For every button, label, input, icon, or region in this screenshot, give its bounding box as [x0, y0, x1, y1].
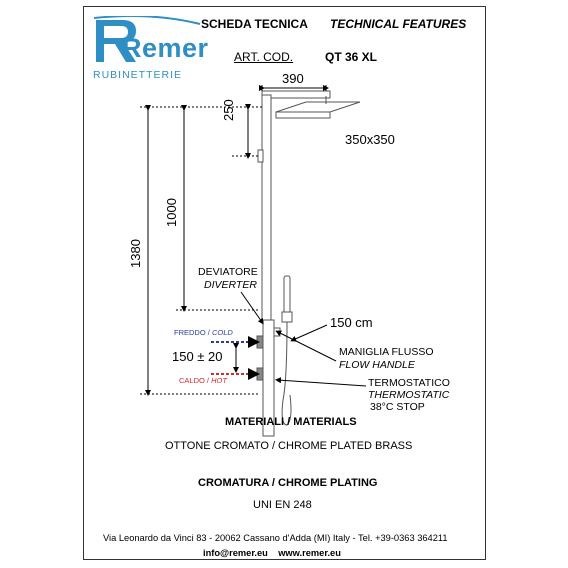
- dim-head-drop: 250: [221, 99, 236, 121]
- thermo-label-it: TERMOSTATICO: [368, 377, 450, 389]
- hot-label-it: CALDO: [179, 376, 205, 385]
- remer-logo-icon: [93, 16, 201, 62]
- cold-label-en: COLD: [211, 328, 233, 337]
- diverter-label-en: DIVERTER: [204, 279, 257, 291]
- title-italian: SCHEDA TECNICA: [201, 17, 308, 31]
- inlet-spacing: 150 ± 20: [172, 349, 223, 364]
- hot-inlet-label: CALDO / HOT: [179, 376, 227, 385]
- company-contacts: info@remer.eu www.remer.eu: [203, 548, 341, 558]
- art-code-label-text: ART. COD.: [234, 50, 294, 64]
- title-english: TECHNICAL FEATURES: [330, 17, 467, 31]
- diverter-label-it: DEVIATORE: [198, 266, 258, 278]
- handle-label-it: MANIGLIA FLUSSO: [339, 346, 434, 358]
- art-code-value: QT 36 XL: [325, 50, 378, 64]
- dim-head-size: 350x350: [345, 132, 395, 147]
- plating-title: CROMATURA / CHROME PLATING: [198, 477, 378, 489]
- thermo-label-en: THERMOSTATIC: [368, 389, 450, 401]
- thermo-stop: 38°C STOP: [370, 401, 425, 413]
- dim-arm-length: 390: [282, 71, 304, 86]
- dim-diverter-height: 1000: [164, 198, 179, 227]
- cold-inlet-label: FREDDO / COLD: [174, 328, 233, 337]
- dim-total-height: 1380: [128, 239, 143, 268]
- cold-label-it: FREDDO: [174, 328, 206, 337]
- cold-label-sep: /: [205, 328, 212, 337]
- hose-length: 150 cm: [330, 315, 373, 330]
- handle-label-en: FLOW HANDLE: [339, 359, 415, 371]
- brand-subtitle: RUBINETTERIE: [93, 69, 183, 81]
- brand-name: Remer: [122, 33, 209, 63]
- company-address: Via Leonardo da Vinci 83 - 20062 Cassano…: [103, 533, 448, 543]
- art-code-label: ART. COD.: [234, 50, 293, 64]
- materials-title: MATERIALI / MATERIALS: [225, 416, 357, 428]
- plating-value: UNI EN 248: [253, 499, 312, 511]
- materials-value: OTTONE CROMATO / CHROME PLATED BRASS: [165, 440, 413, 452]
- hot-label-en: HOT: [211, 376, 227, 385]
- hot-label-sep: /: [204, 376, 212, 385]
